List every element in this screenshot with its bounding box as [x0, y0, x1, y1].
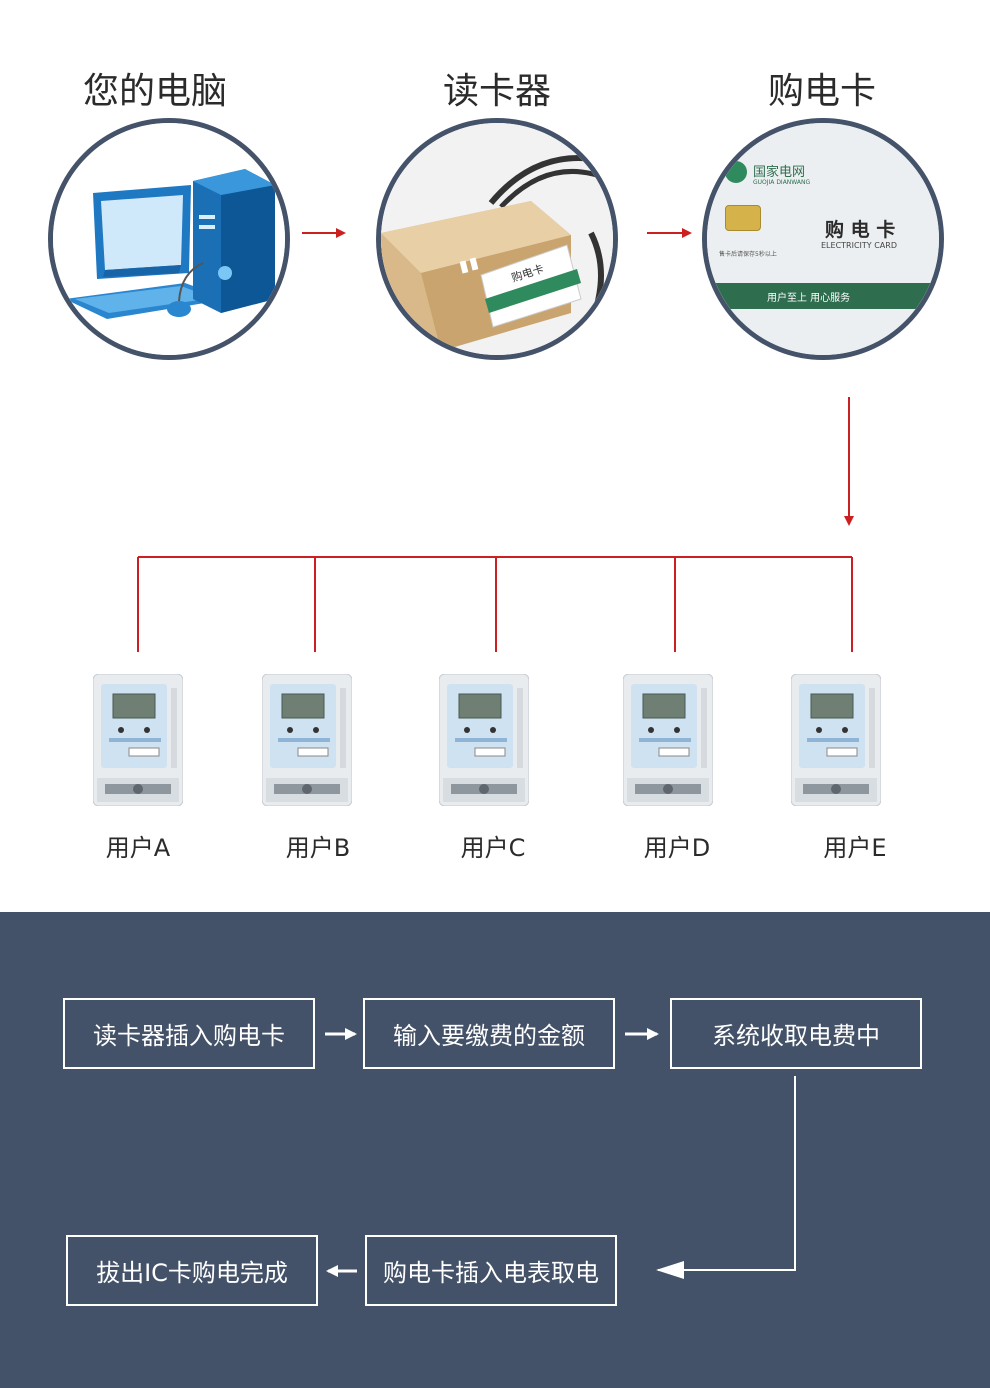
chip-icon — [725, 205, 761, 231]
process-step-1: 读卡器插入购电卡 — [63, 998, 315, 1069]
meter-e — [790, 673, 882, 807]
electric-meter-icon — [790, 673, 882, 807]
card-reader-circle: 购电卡 — [376, 118, 618, 360]
electricity-card-circle: 国家电网 GUOJIA DIANWANG 购 电 卡 ELECTRICITY C… — [702, 118, 944, 360]
computer-icon — [53, 123, 285, 355]
card-subtitle: ELECTRICITY CARD — [821, 241, 897, 250]
meter-d — [622, 673, 714, 807]
card-brand-sub: GUOJIA DIANWANG — [753, 179, 811, 186]
user-label-c: 用户C — [460, 834, 526, 862]
card-fine-print: 售卡后请保存5秒以上 — [719, 251, 777, 258]
process-panel: 读卡器插入购电卡 输入要缴费的金额 系统收取电费中 购电卡插入电表取电 拔出IC… — [0, 912, 990, 1388]
meter-a — [92, 673, 184, 807]
meter-c — [438, 673, 530, 807]
card-reader-icon — [381, 123, 613, 355]
computer-circle — [48, 118, 290, 360]
connector-lines — [137, 228, 854, 652]
process-step-2: 输入要缴费的金额 — [363, 998, 615, 1069]
state-grid-logo-icon — [725, 161, 747, 183]
process-step-3: 系统收取电费中 — [670, 998, 922, 1069]
meter-b — [261, 673, 353, 807]
user-label-e: 用户E — [823, 834, 887, 862]
card-title: 购 电 卡 — [825, 219, 896, 241]
user-label-b: 用户B — [285, 834, 351, 862]
step-title-card-reader: 读卡器 — [443, 71, 552, 112]
card-face: 国家电网 GUOJIA DIANWANG 购 电 卡 ELECTRICITY C… — [707, 123, 939, 355]
card-footer-stripe — [707, 283, 939, 309]
card-brand: 国家电网 — [753, 165, 806, 180]
step-title-computer: 您的电脑 — [83, 71, 228, 112]
card-footer: 用户至上 用心服务 — [767, 293, 851, 304]
electric-meter-icon — [438, 673, 530, 807]
user-label-d: 用户D — [643, 834, 711, 862]
step-title-electricity-card: 购电卡 — [768, 71, 877, 112]
user-label-a: 用户A — [105, 834, 171, 862]
arrow-step3-to-step4 — [656, 1076, 796, 1279]
process-step-4: 购电卡插入电表取电 — [365, 1235, 617, 1306]
electric-meter-icon — [92, 673, 184, 807]
process-step-5: 拔出IC卡购电完成 — [66, 1235, 318, 1306]
electric-meter-icon — [622, 673, 714, 807]
top-section: 您的电脑 读卡器 购电卡 — [48, 71, 944, 862]
process-arrows — [325, 1028, 796, 1279]
electric-meter-icon — [261, 673, 353, 807]
